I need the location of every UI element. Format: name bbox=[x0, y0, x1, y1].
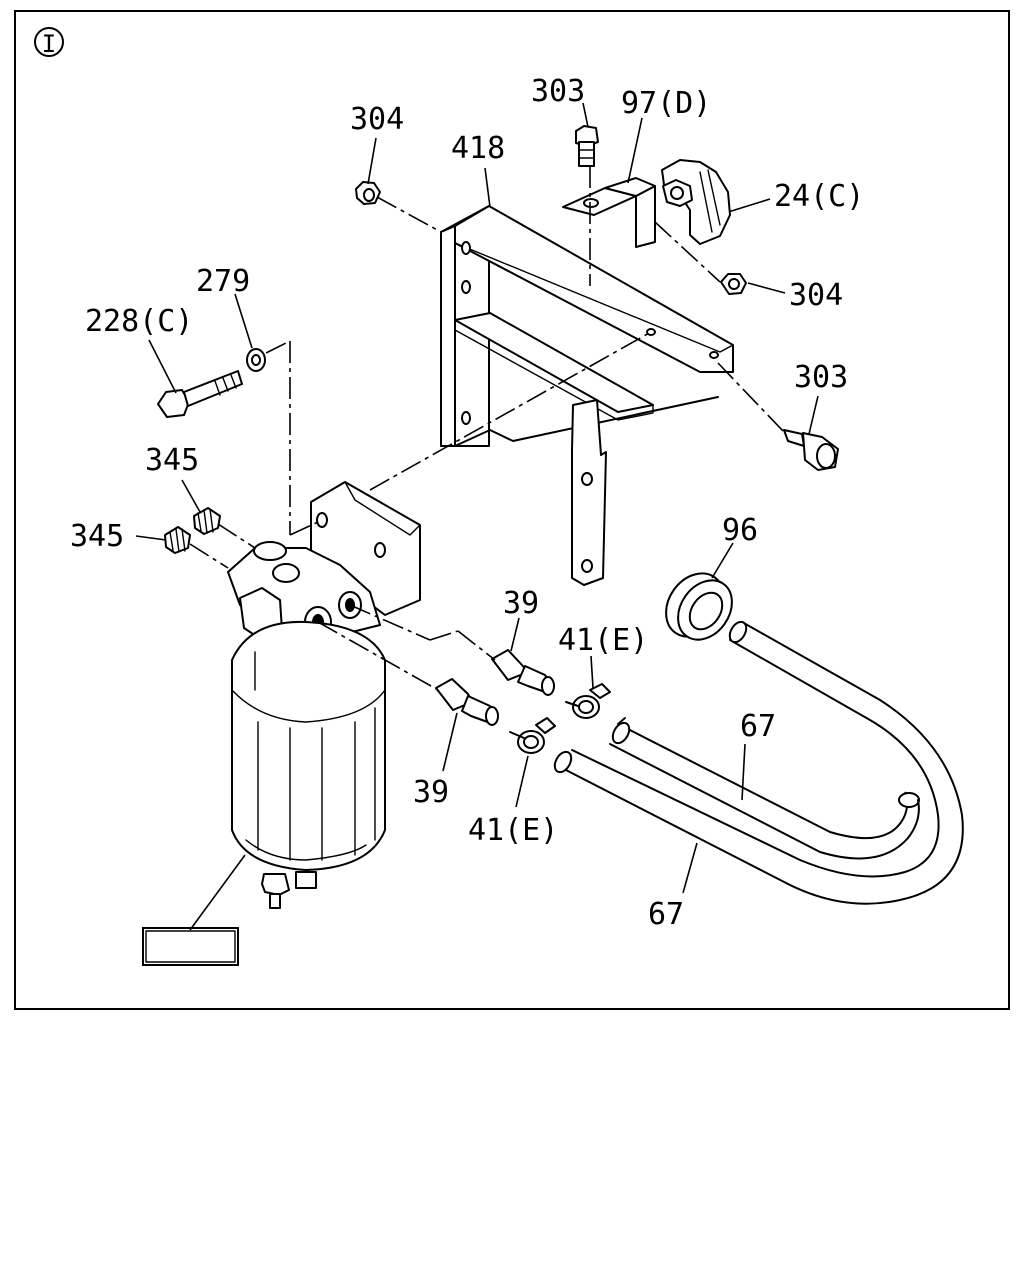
diagram-frame bbox=[14, 10, 1010, 1010]
label-228c: 228(C) bbox=[85, 304, 193, 339]
grommet-96 bbox=[665, 572, 733, 641]
plug-345-upper bbox=[193, 507, 221, 535]
label-67-lower: 67 bbox=[648, 897, 684, 932]
label-41e-upper: 41(E) bbox=[558, 623, 648, 658]
clip-24c bbox=[661, 159, 731, 245]
label-418: 418 bbox=[451, 131, 505, 166]
nut-304-top bbox=[355, 181, 381, 205]
label-345-upper: 345 bbox=[145, 443, 199, 478]
label-279: 279 bbox=[196, 264, 250, 299]
hose-67-lower bbox=[553, 717, 920, 860]
clamp-41e-lower bbox=[509, 717, 556, 754]
leader-lines bbox=[135, 102, 819, 931]
assembly-lines bbox=[189, 166, 785, 691]
fuel-filter-1-45 bbox=[227, 481, 421, 909]
label-97d: 97(D) bbox=[621, 86, 711, 121]
svg-text:I: I bbox=[42, 30, 56, 58]
plug-345-lower bbox=[164, 526, 191, 554]
nut-304-right bbox=[720, 273, 747, 295]
hose-67-upper bbox=[561, 620, 964, 905]
label-41e-lower: 41(E) bbox=[468, 813, 558, 848]
label-304-top: 304 bbox=[350, 102, 404, 137]
clamp-41e-upper bbox=[565, 683, 611, 719]
bolt-303-top bbox=[575, 125, 599, 167]
label-303-right: 303 bbox=[794, 360, 848, 395]
section-marker: I bbox=[34, 27, 64, 58]
bolt-303-right bbox=[783, 429, 839, 471]
label-304-right: 304 bbox=[789, 278, 843, 313]
label-345-lower: 345 bbox=[70, 519, 124, 554]
part-labels: 304 303 97(D) 418 24(C) 279 228(C) 304 3… bbox=[70, 74, 864, 932]
connector-39-upper bbox=[491, 649, 555, 696]
bracket-418 bbox=[440, 205, 734, 586]
label-39-upper: 39 bbox=[503, 586, 539, 621]
bracket-97d bbox=[562, 177, 656, 248]
bolt-228c bbox=[157, 370, 243, 418]
label-39-lower: 39 bbox=[413, 775, 449, 810]
reference-box-1-45 bbox=[142, 927, 239, 966]
washer-279 bbox=[246, 348, 266, 372]
connector-39-lower bbox=[435, 678, 499, 726]
label-24c: 24(C) bbox=[774, 179, 864, 214]
label-303-top: 303 bbox=[531, 74, 585, 109]
label-67-upper: 67 bbox=[740, 709, 776, 744]
label-96: 96 bbox=[722, 513, 758, 548]
